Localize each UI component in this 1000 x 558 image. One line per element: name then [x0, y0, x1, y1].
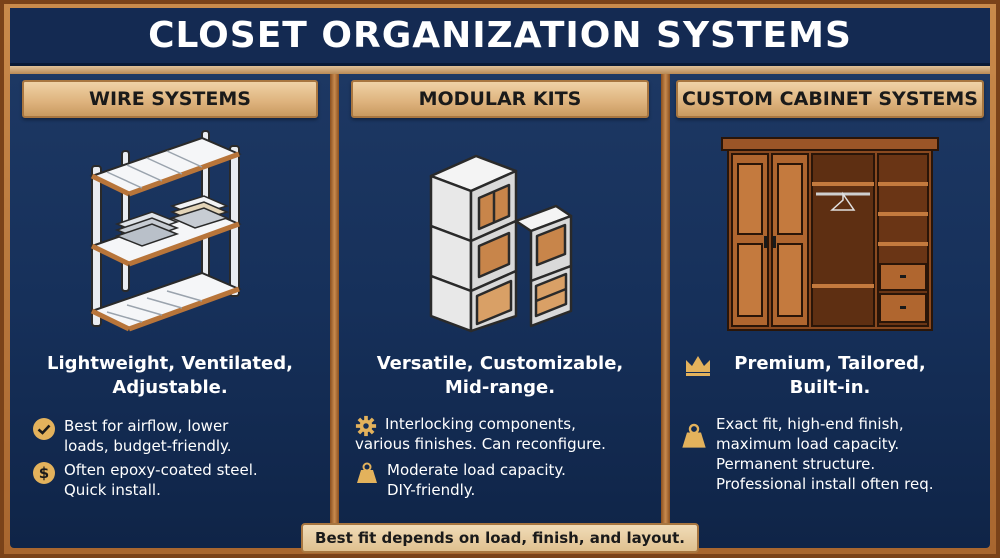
page-title: CLOSET ORGANIZATION SYSTEMS — [148, 15, 852, 56]
headline-line: Lightweight, Ventilated, — [47, 353, 293, 374]
bullet-item: Best for airflow, lower loads, budget-fr… — [32, 416, 232, 456]
headline-line: Mid-range. — [444, 377, 556, 398]
heading-plank: CUSTOM CABINET SYSTEMS — [676, 80, 984, 118]
column-divider — [330, 74, 339, 544]
gear-icon — [355, 415, 377, 437]
crown-icon — [686, 356, 710, 376]
footer-text: Best fit depends on load, finish, and la… — [315, 529, 685, 547]
bullet-line: Best for airflow, lower — [64, 417, 229, 435]
column-heading: CUSTOM CABINET SYSTEMS — [681, 88, 978, 110]
modular-cubes-illustration — [429, 154, 573, 333]
bullet-line: Professional install often req. — [716, 475, 934, 493]
heading-plank: WIRE SYSTEMS — [22, 80, 318, 118]
weight-icon — [357, 462, 377, 483]
bullet-item: Moderate load capacity. DIY-friendly. — [355, 460, 566, 500]
check-circle-icon — [33, 418, 55, 440]
heading-plank: MODULAR KITS — [351, 80, 649, 118]
column-modular-kits: MODULAR KITS Versatile, C — [339, 74, 661, 544]
column-headline: Premium, Tailored, Built-in. — [670, 352, 990, 400]
column-heading: WIRE SYSTEMS — [89, 88, 251, 110]
bullet-line: maximum load capacity. — [716, 435, 900, 453]
headline-line: Adjustable. — [112, 377, 228, 398]
column-heading: MODULAR KITS — [418, 88, 582, 110]
bullet-line: DIY-friendly. — [387, 481, 476, 499]
bullet-line: Exact fit, high-end finish, — [716, 415, 904, 433]
bullet-item: Interlocking components, various finishe… — [355, 414, 606, 454]
bullet-line: loads, budget-friendly. — [64, 437, 232, 455]
bullet-line: Interlocking components, — [385, 415, 576, 433]
headline-line: Premium, Tailored, — [734, 353, 926, 374]
wire-shelf-illustration — [89, 130, 242, 332]
column-custom-cabinets: CUSTOM CABINET SYSTEMS — [670, 74, 990, 544]
headline-line: Built-in. — [789, 377, 871, 398]
svg-text:$: $ — [39, 464, 49, 482]
title-bar: CLOSET ORGANIZATION SYSTEMS — [10, 8, 990, 66]
bullet-item: $ Often epoxy-coated steel. Quick instal… — [32, 460, 258, 500]
dollar-circle-icon: $ — [33, 462, 55, 484]
bullet-line: Permanent structure. — [716, 455, 876, 473]
bullet-line: Often epoxy-coated steel. — [64, 461, 258, 479]
column-divider — [661, 74, 670, 544]
bullet-item: Exact fit, high-end finish, maximum load… — [680, 414, 934, 494]
headline-line: Versatile, Customizable, — [376, 353, 624, 374]
weight-icon — [682, 423, 706, 448]
bullet-line: Quick install. — [64, 481, 161, 499]
custom-cabinet-illustration — [721, 137, 939, 331]
footer-note: Best fit depends on load, finish, and la… — [301, 523, 699, 553]
column-headline: Versatile, Customizable, Mid-range. — [339, 352, 661, 400]
column-headline: Lightweight, Ventilated, Adjustable. — [10, 352, 330, 400]
bullet-line: various finishes. Can reconfigure. — [355, 435, 606, 453]
bullet-line: Moderate load capacity. — [387, 461, 566, 479]
top-shelf — [10, 66, 990, 74]
column-wire-systems: WIRE SYSTEMS — [10, 74, 330, 544]
